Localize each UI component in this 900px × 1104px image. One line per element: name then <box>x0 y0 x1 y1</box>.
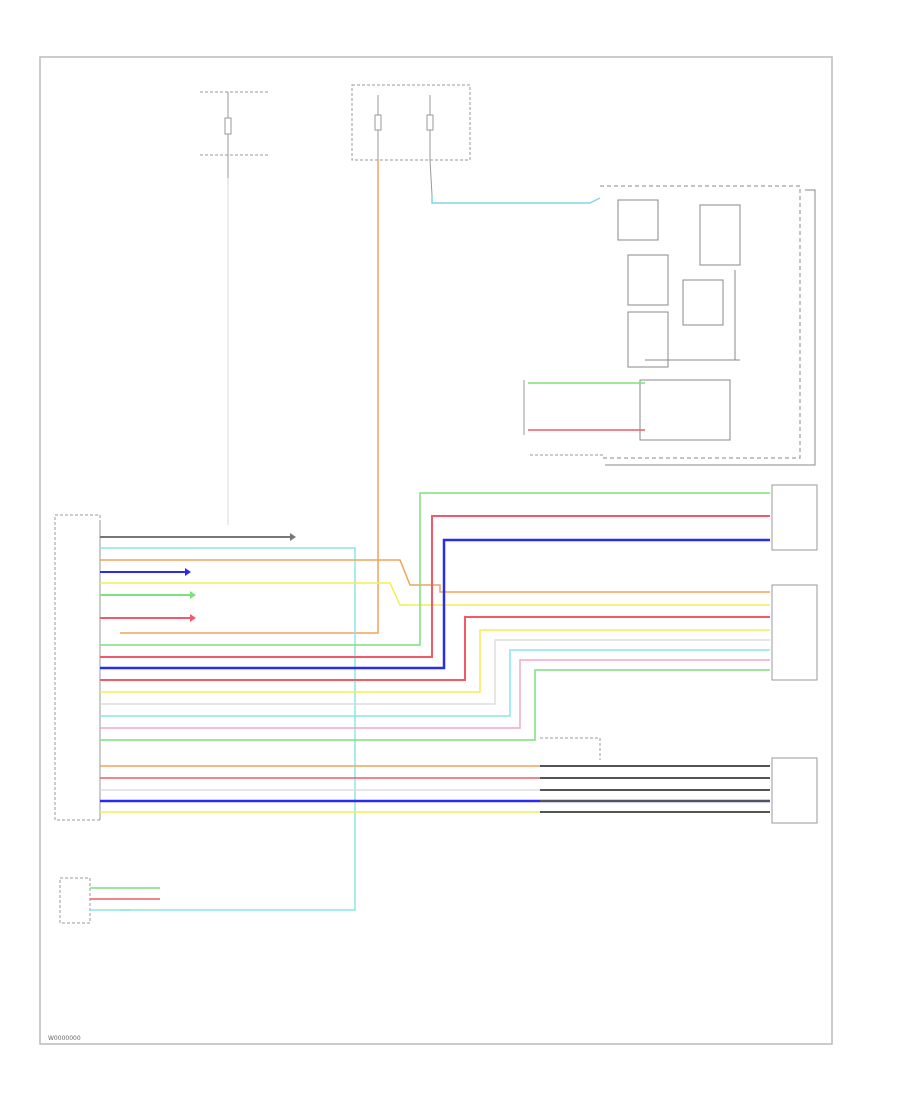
wire-yellow-cross <box>100 582 770 606</box>
wire-red-long <box>100 515 770 658</box>
shield-ground <box>540 737 601 760</box>
arrow-red <box>190 614 196 622</box>
arrow-blue <box>185 568 191 576</box>
wire-green-long <box>100 492 770 646</box>
diagram-frame <box>39 56 833 1045</box>
wire-pink-mid <box>100 659 770 729</box>
wire-orange-supply <box>120 160 379 634</box>
component-b <box>771 584 818 681</box>
wire-ltblu-long <box>100 547 356 911</box>
wire-ltblu-ignition <box>431 195 601 204</box>
component-a <box>771 484 818 551</box>
control-module-box <box>600 185 816 466</box>
arrow-grey <box>290 533 296 541</box>
fuse-block-battery <box>200 91 270 178</box>
sensor-bottom-left <box>59 877 91 924</box>
wire-blue-long <box>100 538 770 670</box>
wire-yellow-mid <box>100 629 770 693</box>
wire-green-mid <box>100 669 770 741</box>
arrow-green <box>190 591 196 599</box>
fuse-box-underhood <box>351 84 471 196</box>
wire-orange-cross <box>100 559 770 593</box>
component-c <box>771 757 818 824</box>
diagram-code: W0000000 <box>48 1035 81 1042</box>
shielded-section <box>540 765 770 813</box>
wire-white-mid <box>100 639 770 705</box>
wire-ltblu-mid <box>100 649 770 717</box>
wire-red-mid <box>100 616 770 681</box>
main-module-connector <box>54 514 101 821</box>
